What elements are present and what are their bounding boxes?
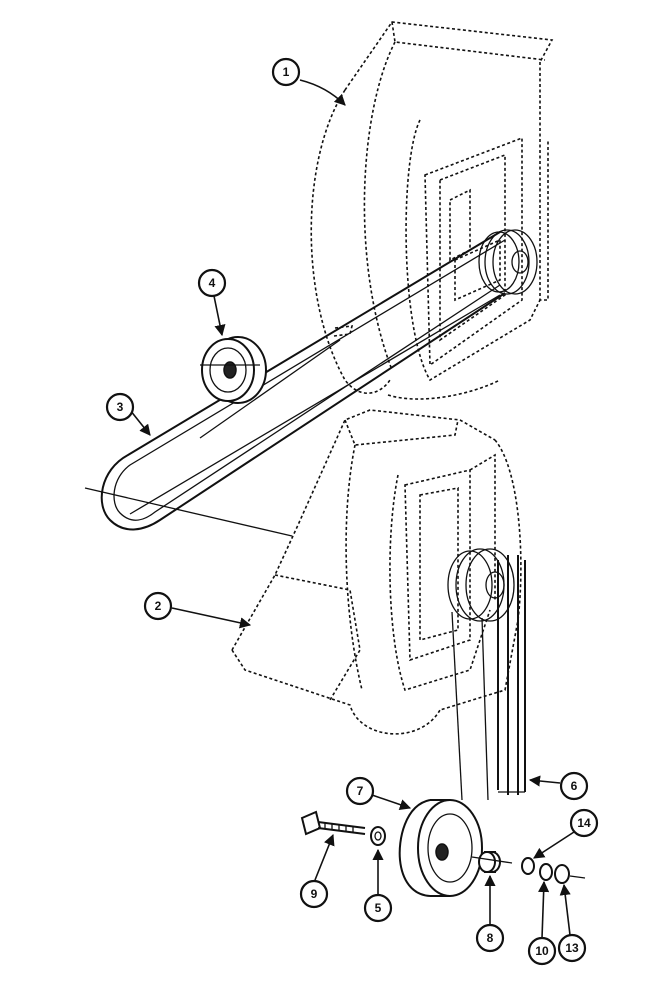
lower-sheave [447, 548, 515, 622]
drive-belts [451, 555, 526, 801]
svg-text:8: 8 [487, 931, 494, 945]
svg-text:1: 1 [283, 65, 290, 79]
callout-1: 1 [271, 57, 301, 87]
callout-6: 6 [559, 771, 589, 801]
spacer-8 [478, 851, 501, 873]
leader-lines [129, 79, 575, 939]
callout-9: 9 [299, 879, 329, 909]
callout-13: 13 [557, 933, 587, 963]
washer-5 [370, 826, 386, 846]
hardware-centerline [471, 856, 586, 879]
svg-text:3: 3 [117, 400, 124, 414]
svg-text:14: 14 [577, 816, 591, 830]
svg-text:9: 9 [311, 887, 318, 901]
callout-10: 10 [527, 936, 557, 966]
svg-text:2: 2 [155, 599, 162, 613]
lower-housing-outline [231, 409, 522, 735]
washer-14 [521, 857, 535, 875]
nut-13 [554, 864, 570, 884]
svg-text:7: 7 [357, 784, 364, 798]
lock-washer-10 [539, 863, 553, 881]
svg-text:10: 10 [535, 944, 549, 958]
long-belt [84, 231, 506, 537]
callout-5: 5 [363, 893, 393, 923]
callout-2: 2 [143, 591, 173, 621]
callout-8: 8 [475, 923, 505, 953]
drive-pulley [398, 799, 483, 897]
callout-7: 7 [345, 776, 375, 806]
washer-5-hole [374, 831, 382, 841]
callout-3: 3 [105, 392, 135, 422]
bolt [300, 810, 366, 836]
svg-text:5: 5 [375, 901, 382, 915]
callout-4: 4 [197, 268, 227, 298]
svg-text:4: 4 [209, 276, 216, 290]
idler-pulley [200, 336, 267, 404]
svg-text:6: 6 [571, 779, 578, 793]
upper-housing-outline [310, 21, 554, 400]
callout-14: 14 [569, 808, 599, 838]
svg-text:13: 13 [565, 941, 579, 955]
